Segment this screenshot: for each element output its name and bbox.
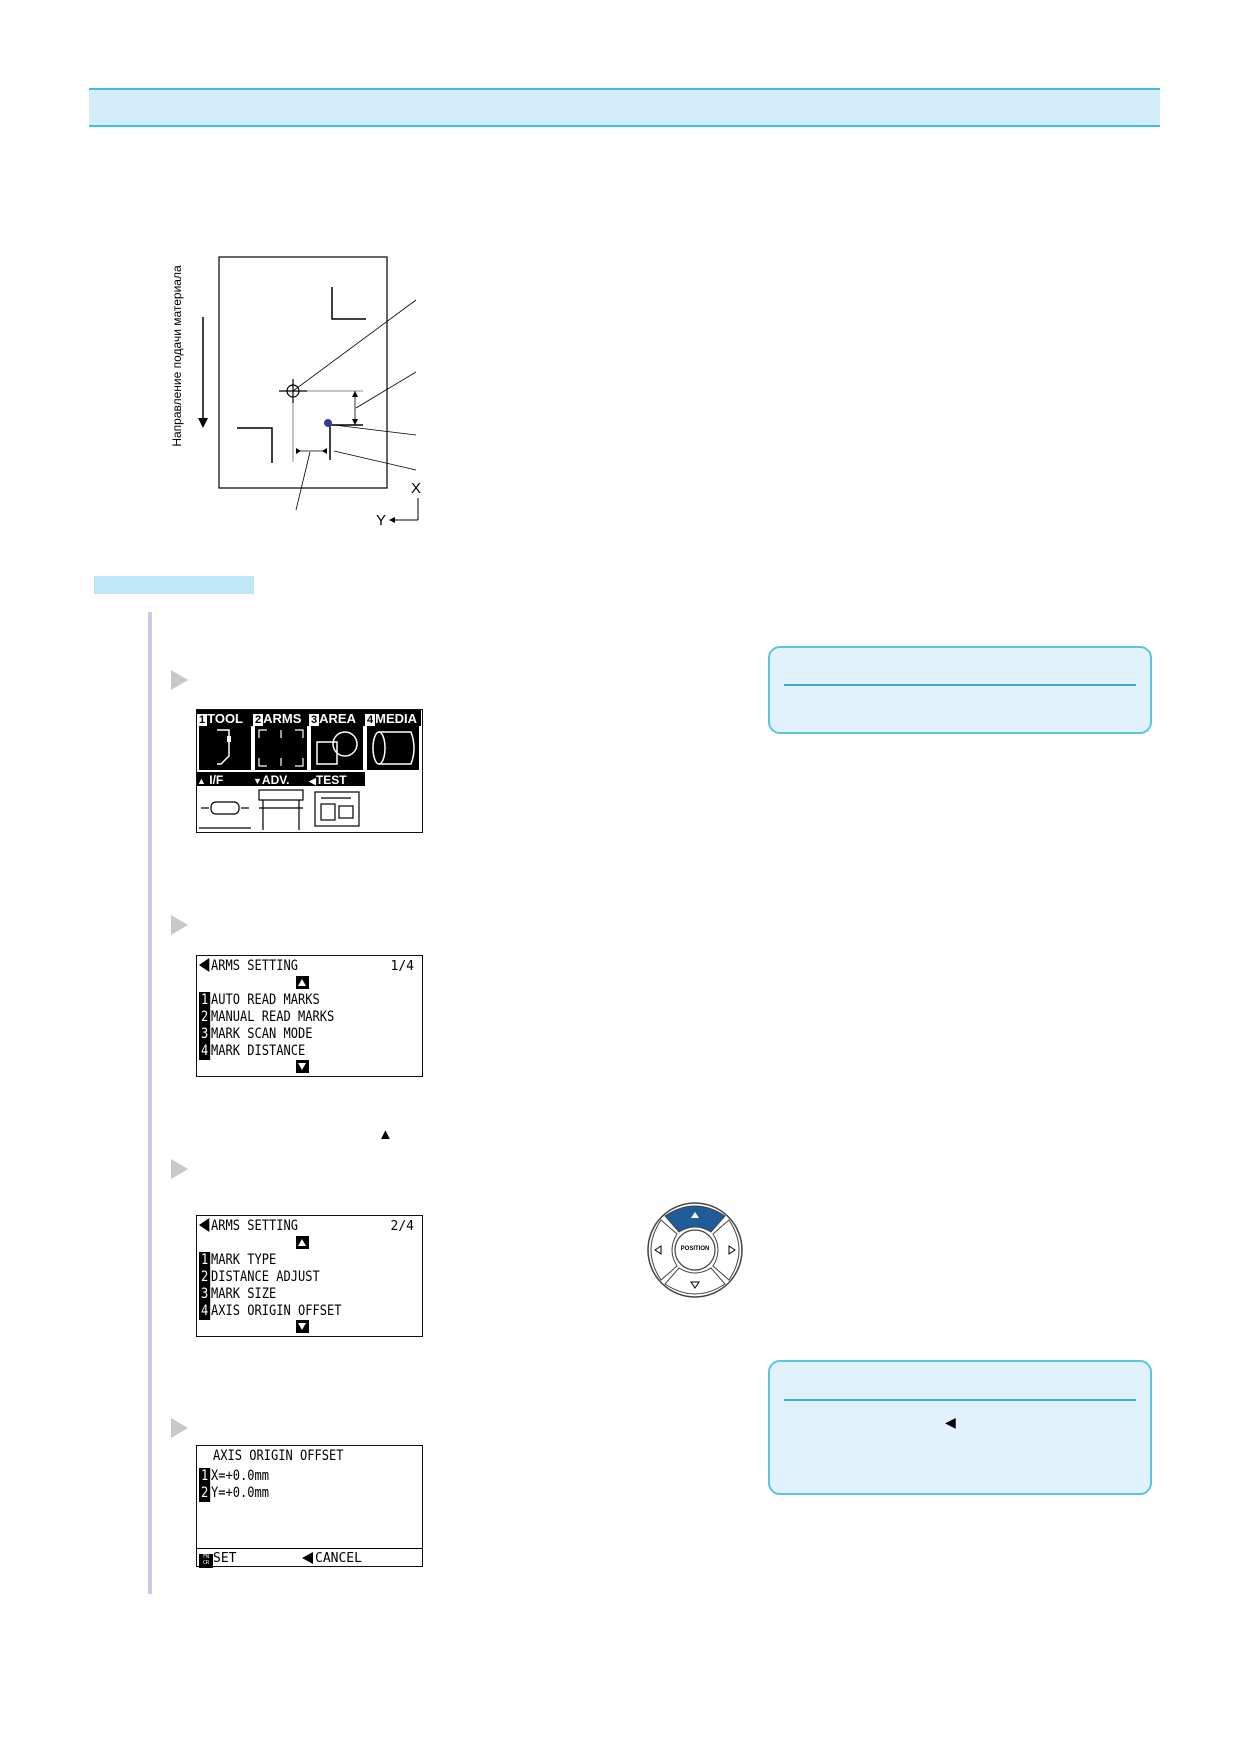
note-divider: [784, 684, 1136, 686]
tab-test[interactable]: ◀TEST: [309, 772, 365, 787]
axis-x-label: X: [411, 480, 422, 497]
if-icon: [199, 788, 251, 830]
scroll-up-icon[interactable]: [296, 1236, 309, 1249]
media-icon: [367, 726, 419, 770]
left-triangle-symbol: ◀: [945, 1414, 956, 1430]
section-tab: [94, 576, 254, 594]
steps-guide-line: [148, 612, 152, 1594]
note-box-1: [768, 646, 1152, 734]
note-divider: [784, 1399, 1136, 1401]
scroll-down-icon[interactable]: [296, 1320, 309, 1333]
page-indicator: 2/4: [390, 1219, 414, 1234]
position-keypad-graphic: [647, 1202, 743, 1298]
lcd-title-row: ARMS SETTING: [199, 1218, 298, 1235]
position-keypad: POSITION: [645, 1200, 745, 1300]
scroll-down-icon[interactable]: [296, 1060, 309, 1073]
lcd-title: ARMS SETTING: [211, 958, 299, 974]
up-triangle-symbol: ▲: [378, 1126, 393, 1143]
step-3-marker: [171, 1159, 188, 1179]
lcd-title: ARMS SETTING: [211, 1218, 299, 1234]
arms-icon: [255, 726, 307, 770]
step-4-marker: [171, 1418, 188, 1438]
scroll-up-icon[interactable]: [296, 976, 309, 989]
up-key: [664, 1205, 726, 1233]
page-header-bar: [89, 88, 1160, 127]
back-icon[interactable]: [199, 958, 210, 972]
registration-mark-diagram: Направление подачи материала X Y: [170, 250, 440, 540]
area-icon: [311, 726, 363, 770]
note-box-2: ◀: [768, 1360, 1152, 1495]
diagram-graphics: [198, 256, 419, 523]
position-key-label[interactable]: POSITION: [680, 1246, 710, 1252]
tool-icon: [199, 726, 251, 770]
axis-y-label: Y: [376, 512, 387, 529]
lcd-title: AXIS ORIGIN OFFSET: [213, 1448, 344, 1464]
step-1-marker: [171, 670, 188, 690]
tab-adv[interactable]: ▼ADV.: [253, 772, 309, 787]
mark-dot: [324, 419, 332, 427]
test-icon: [311, 788, 363, 830]
step-2-marker: [171, 915, 188, 935]
footer-divider: [197, 1548, 422, 1549]
lcd-title-row: ARMS SETTING: [199, 958, 298, 975]
back-icon: [302, 1552, 313, 1564]
adv-icon: [255, 788, 307, 830]
cancel-button[interactable]: CANCEL: [302, 1550, 362, 1566]
fn-cr-key-icon: FN CR: [199, 1554, 213, 1568]
back-icon[interactable]: [199, 1218, 210, 1232]
page-indicator: 1/4: [390, 959, 414, 974]
tab-if[interactable]: ▲ I/F: [197, 772, 253, 787]
